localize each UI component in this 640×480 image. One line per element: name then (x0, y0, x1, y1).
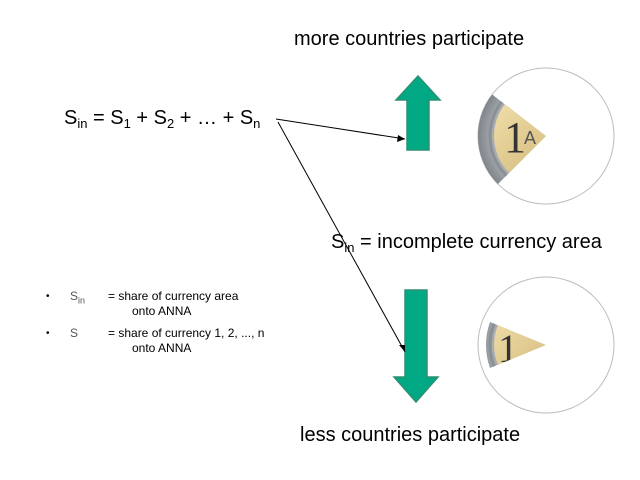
top-label: more countries participate (294, 28, 525, 50)
connector-line-down (277, 121, 406, 353)
mid-symbol-sub: in (344, 240, 355, 255)
svg-text:1: 1 (504, 113, 526, 162)
share-formula: Sin = S1 + S2 + … + Sn (64, 107, 260, 131)
top-coin-pie: 1 A (477, 67, 615, 205)
svg-text:A: A (524, 128, 536, 148)
formula-lhs-sub: in (77, 116, 88, 131)
bullet-dot: • (46, 328, 50, 339)
bottom-label: less countries participate (300, 424, 521, 446)
svg-text:1: 1 (498, 326, 518, 371)
definition-continuation: onto ANNA (132, 304, 192, 318)
formula-term-1-sub: 1 (123, 116, 131, 131)
definition-symbol: Sin (70, 289, 86, 306)
formula-plus-1: + (130, 107, 154, 129)
connector-line-up (275, 118, 406, 140)
formula-term-2: S (153, 107, 167, 129)
mid-symbol: S (331, 231, 345, 253)
incomplete-area-label: Sin = incomplete currency area (331, 231, 602, 255)
formula-plus-2: + … + (174, 107, 240, 129)
definition-list: • Sin = share of currency area onto ANNA… (46, 289, 316, 359)
definition-item: • S = share of currency 1, 2, ..., n ont… (46, 326, 316, 358)
formula-term-n: S (239, 107, 254, 129)
connector-arrowhead-up (397, 135, 405, 142)
bottom-coin-pie: 1 (477, 276, 615, 414)
formula-term-1: S (110, 107, 124, 129)
connector-arrowhead-down (399, 345, 405, 352)
formula-term-n-sub: n (253, 116, 261, 131)
up-arrow-icon (394, 74, 442, 151)
definition-continuation: onto ANNA (132, 341, 192, 355)
definition-item: • Sin = share of currency area onto ANNA (46, 289, 316, 321)
definition-text: = share of currency 1, 2, ..., n (108, 326, 265, 340)
definition-symbol: S (70, 326, 79, 340)
formula-eq: = (87, 107, 111, 129)
bottom-coin-image: 1 (485, 322, 546, 371)
bullet-dot: • (46, 291, 50, 302)
mid-text: = incomplete currency area (354, 231, 602, 253)
definition-text: = share of currency area (108, 289, 239, 303)
formula-lhs: S (64, 107, 78, 129)
formula-term-2-sub: 2 (166, 116, 175, 131)
down-arrow-icon (392, 289, 440, 404)
